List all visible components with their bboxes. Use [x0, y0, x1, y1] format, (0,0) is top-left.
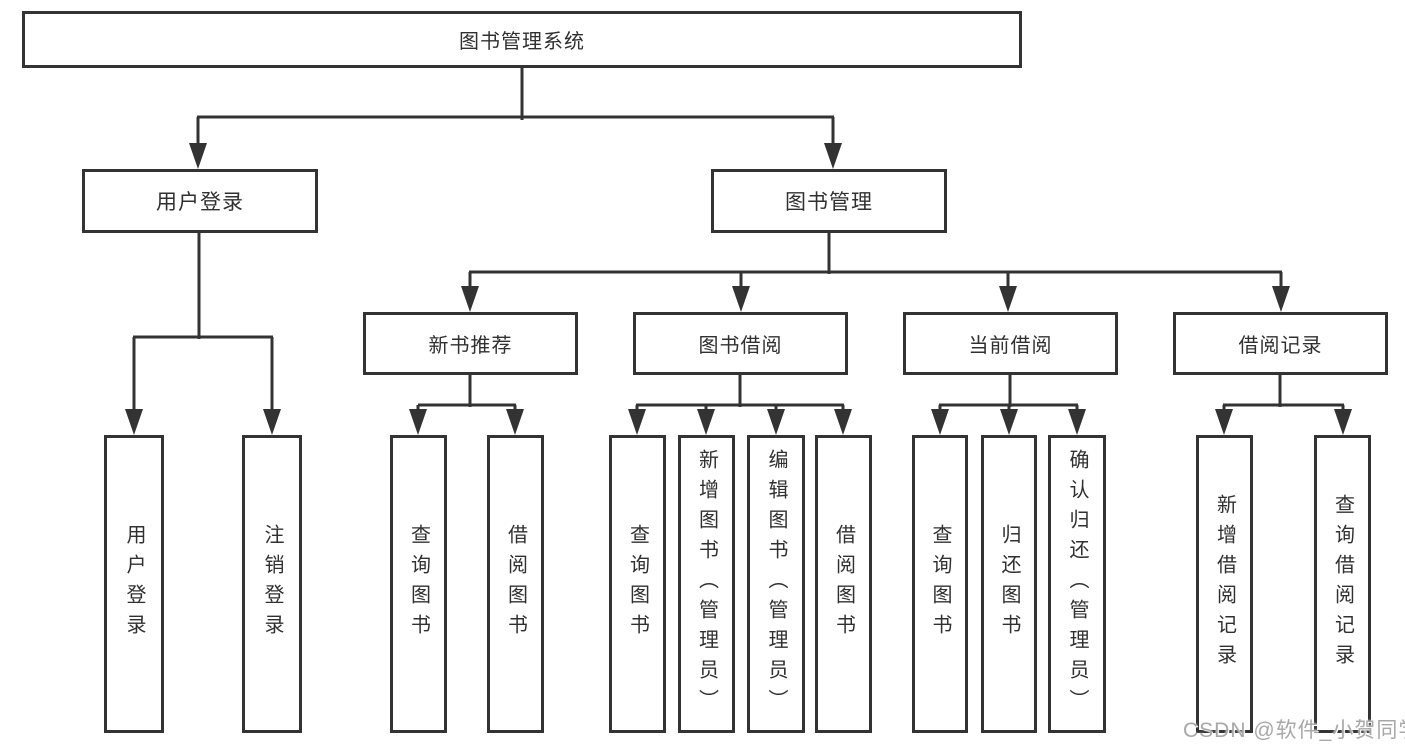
node-root-library-system: 图书管理系统	[22, 11, 1022, 68]
leaf-borrow-edit-books-admin: 编辑图书（管理员）	[747, 435, 805, 733]
leaf-logout: 注销登录	[242, 435, 302, 733]
leaf-records-add-record: 新增借阅记录	[1196, 435, 1253, 733]
leaf-current-return-books: 归还图书	[981, 435, 1037, 733]
csdn-watermark: CSDN @软件_小贺同学	[1183, 719, 1405, 742]
leaf-borrow-query-books: 查询图书	[609, 435, 666, 733]
node-book-borrowing: 图书借阅	[633, 312, 848, 375]
leaf-recommend-borrow-books: 借阅图书	[487, 435, 544, 733]
node-borrowing-records: 借阅记录	[1173, 312, 1388, 375]
leaf-borrow-add-books-admin: 新增图书（管理员）	[678, 435, 735, 733]
leaf-recommend-query-books: 查询图书	[390, 435, 447, 733]
leaf-current-query-books: 查询图书	[912, 435, 968, 733]
leaf-borrow-borrow-books: 借阅图书	[815, 435, 872, 733]
node-new-book-recommendation: 新书推荐	[363, 312, 578, 375]
node-book-management: 图书管理	[711, 169, 947, 233]
node-current-borrowing: 当前借阅	[903, 312, 1118, 375]
node-user-login: 用户登录	[82, 169, 318, 233]
leaf-current-confirm-return-admin: 确认归还（管理员）	[1048, 435, 1106, 733]
leaf-records-query-record: 查询借阅记录	[1314, 435, 1371, 733]
leaf-user-login: 用户登录	[104, 435, 164, 733]
